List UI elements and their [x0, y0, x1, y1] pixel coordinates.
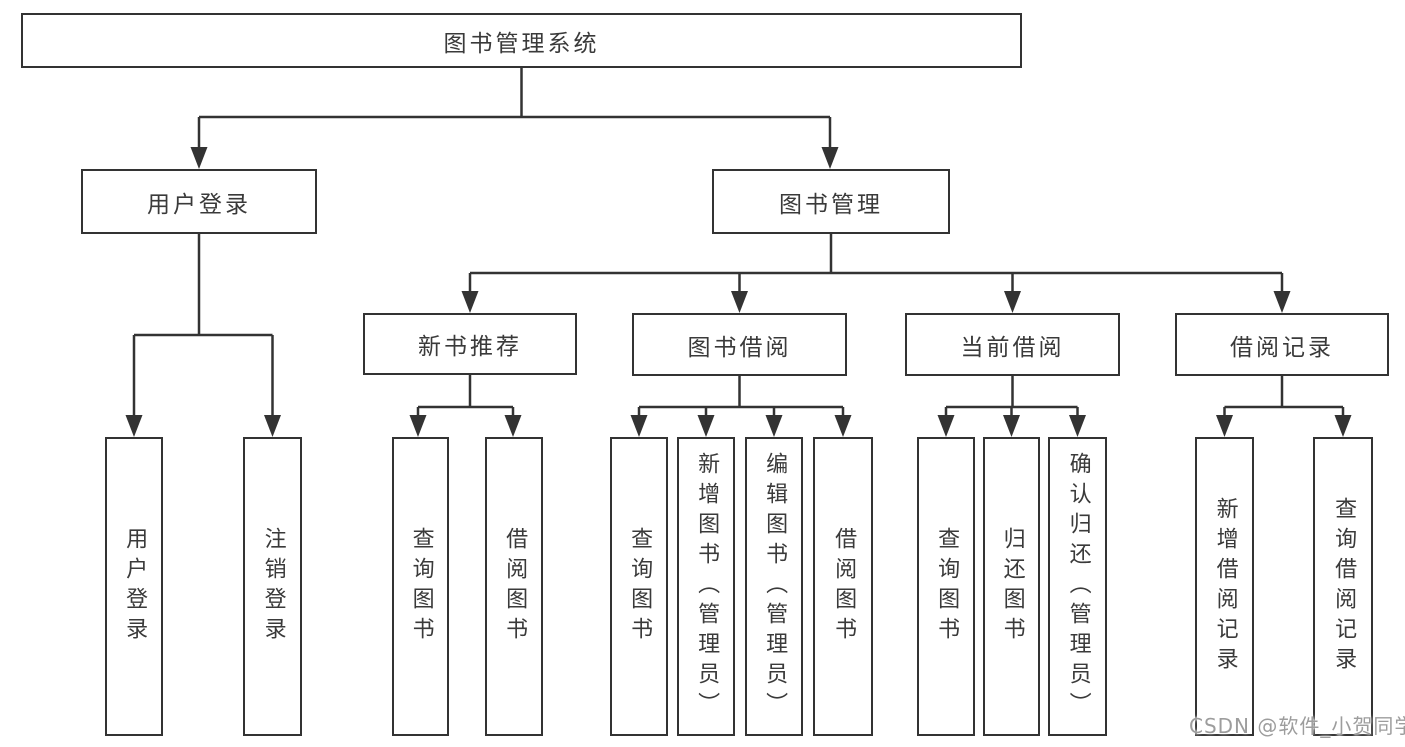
leaf-query-books-current-label: 查询图书 [934, 526, 960, 647]
leaf-borrow-books-borrow: 借阅图书 [813, 437, 873, 736]
leaf-return-books-label: 归还图书 [999, 526, 1025, 647]
leaf-logout: 注销登录 [243, 437, 302, 736]
leaf-user-login: 用户登录 [105, 437, 163, 736]
connector-borrow-rec-children [1216, 376, 1352, 437]
node-book-borrowing: 图书借阅 [632, 313, 847, 376]
connector-book-borrow-children [630, 376, 852, 437]
connector-book-mgmt-children [461, 234, 1291, 313]
leaf-edit-books-admin-label: 编辑图书（管理员） [762, 451, 788, 722]
leaf-borrow-books-borrow-label: 借阅图书 [831, 526, 857, 647]
leaf-add-books-admin: 新增图书（管理员） [677, 437, 735, 736]
leaf-confirm-return-admin: 确认归还（管理员） [1048, 437, 1107, 736]
leaf-query-books-newrec-label: 查询图书 [408, 526, 434, 647]
leaf-user-login-label: 用户登录 [122, 526, 148, 647]
csdn-watermark: CSDN @软件_小贺同学 [1189, 714, 1405, 738]
leaf-query-borrow-record: 查询借阅记录 [1313, 437, 1373, 736]
leaf-query-books-borrow: 查询图书 [610, 437, 668, 736]
leaf-return-books: 归还图书 [983, 437, 1040, 736]
node-library-system-root: 图书管理系统 [21, 13, 1022, 68]
node-borrowing-records: 借阅记录 [1175, 313, 1389, 376]
leaf-query-books-newrec: 查询图书 [392, 437, 449, 736]
leaf-borrow-books-newrec-label: 借阅图书 [502, 526, 528, 647]
connector-root-to-level2 [190, 68, 839, 169]
leaf-confirm-return-admin-label: 确认归还（管理员） [1065, 451, 1091, 722]
leaf-add-borrow-record: 新增借阅记录 [1195, 437, 1254, 736]
connector-new-rec-children [409, 375, 522, 437]
leaf-edit-books-admin: 编辑图书（管理员） [745, 437, 803, 736]
node-user-login: 用户登录 [81, 169, 317, 234]
connector-user-login-children [125, 234, 281, 437]
node-current-borrowing: 当前借阅 [905, 313, 1120, 376]
leaf-query-books-borrow-label: 查询图书 [627, 526, 653, 647]
node-new-book-recommendation: 新书推荐 [363, 313, 577, 375]
leaf-add-borrow-record-label: 新增借阅记录 [1212, 496, 1238, 677]
node-book-management: 图书管理 [712, 169, 950, 234]
leaf-query-books-current: 查询图书 [917, 437, 975, 736]
connector-cur-borrow-children [937, 376, 1086, 437]
leaf-borrow-books-newrec: 借阅图书 [485, 437, 543, 736]
leaf-query-borrow-record-label: 查询借阅记录 [1331, 496, 1357, 677]
leaf-add-books-admin-label: 新增图书（管理员） [694, 451, 720, 722]
leaf-logout-label: 注销登录 [260, 526, 286, 647]
